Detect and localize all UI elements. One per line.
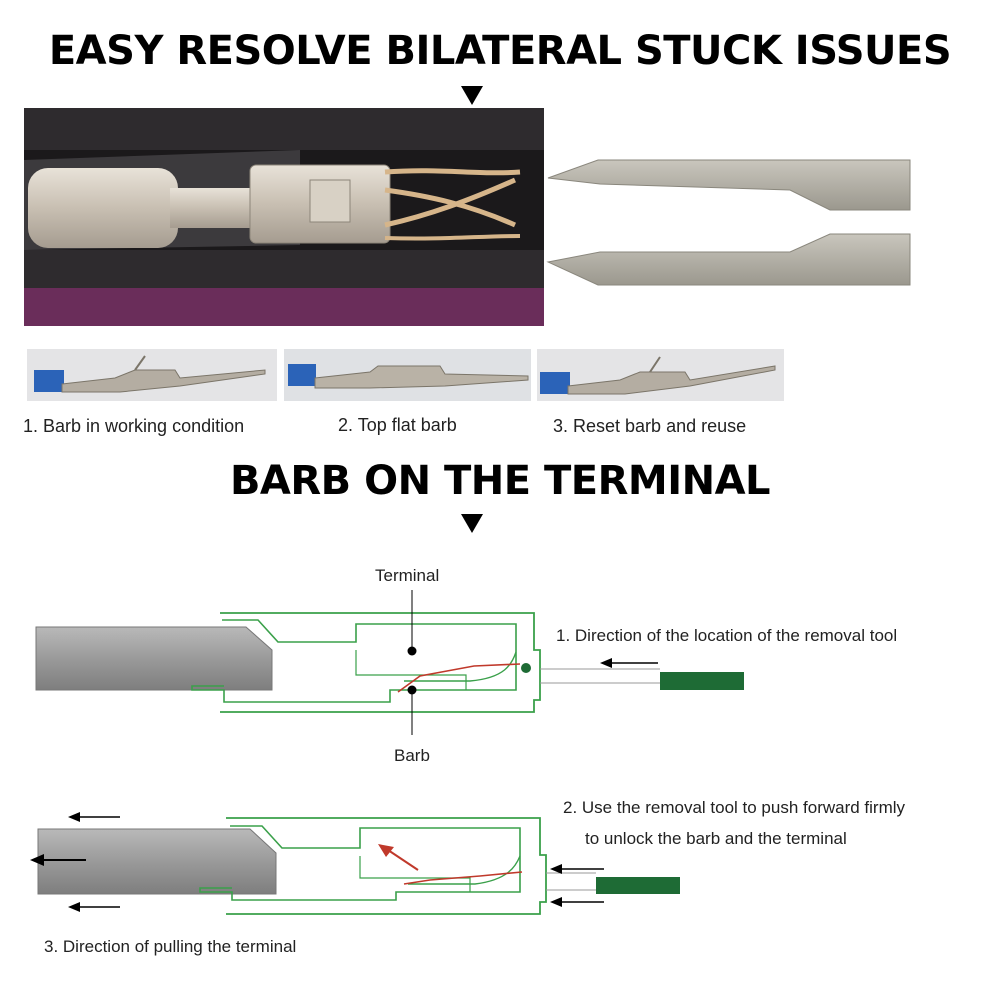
housing-outline (226, 817, 547, 915)
connector-shaft (35, 626, 273, 691)
connector-shaft (37, 828, 277, 895)
terminal-in-housing (28, 164, 521, 248)
label-barb: Barb (394, 746, 430, 765)
thumbnail-reset-barb (537, 349, 784, 401)
section-title: BARB ON THE TERMINAL (229, 458, 771, 504)
down-arrow-icon (461, 514, 483, 533)
step-2-text-line1: 2. Use the removal tool to push forward … (563, 798, 906, 817)
connector-housing (24, 108, 544, 326)
removal-tool-tines (546, 159, 911, 286)
terminal-diagram-unlock (30, 812, 680, 915)
step-2-text-line2: to unlock the barb and the terminal (585, 829, 847, 848)
label-terminal: Terminal (375, 566, 440, 585)
page-title: EASY RESOLVE BILATERAL STUCK ISSUES (48, 28, 952, 74)
caption-top-flat-barb: 2. Top flat barb (338, 415, 457, 435)
thumbnail-working-condition (27, 349, 277, 401)
caption-reset-barb: 3. Reset barb and reuse (553, 416, 747, 436)
barb-line (397, 663, 521, 693)
barb-line (403, 871, 523, 885)
housing-outline (220, 612, 541, 713)
removal-tool (660, 672, 744, 690)
step-3-text: 3. Direction of pulling the terminal (44, 937, 297, 956)
terminal-outline (199, 825, 521, 901)
terminal-outline (191, 619, 517, 703)
down-arrow-icon (461, 86, 483, 105)
terminal-diagram-before (35, 590, 744, 735)
caption-working-condition: 1. Barb in working condition (23, 416, 245, 436)
removal-tool (596, 877, 680, 894)
step-1-text: 1. Direction of the location of the remo… (556, 626, 898, 645)
thumbnail-top-flat-barb (284, 349, 531, 401)
